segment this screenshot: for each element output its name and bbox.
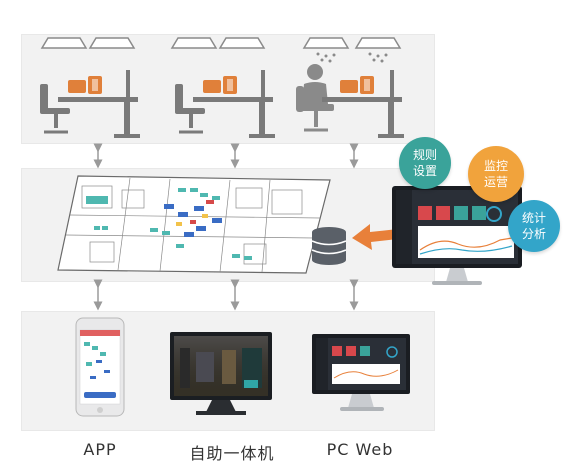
bubble-text: 设置 (412, 164, 437, 178)
sync-arrows-bottom (93, 279, 359, 311)
app-label: APP (83, 440, 117, 459)
mobile-phone-icon (75, 317, 125, 417)
database-icon (311, 227, 347, 265)
kiosk-terminal-icon (170, 332, 272, 415)
bubble-text: 运营 (483, 175, 508, 189)
kiosk-label: 自助一体机 (189, 444, 275, 463)
floor-plan (57, 175, 331, 274)
pc-web-label: PC Web (326, 440, 394, 459)
desk-phone-icon (68, 80, 86, 93)
bubble-text: 监控 (483, 159, 508, 173)
rule-settings-bubble: 规则 设置 (399, 137, 451, 189)
bubble-text: 统计 (521, 211, 546, 225)
ceiling-light-icon (40, 37, 402, 49)
analytics-bubble: 统计 分析 (508, 200, 560, 252)
management-monitor (392, 186, 522, 285)
workstation-icon (40, 70, 140, 138)
bubble-text: 分析 (521, 227, 546, 241)
monitoring-bubble: 监控 运营 (468, 146, 524, 202)
data-flow-arrow (352, 224, 398, 250)
light-dots (316, 52, 388, 63)
occupied-workstation-icon (296, 64, 404, 138)
sync-arrows-top (93, 143, 359, 169)
bubble-text: 规则 (412, 148, 437, 162)
pc-monitor-icon (312, 334, 410, 411)
workstation-icon (175, 70, 275, 138)
